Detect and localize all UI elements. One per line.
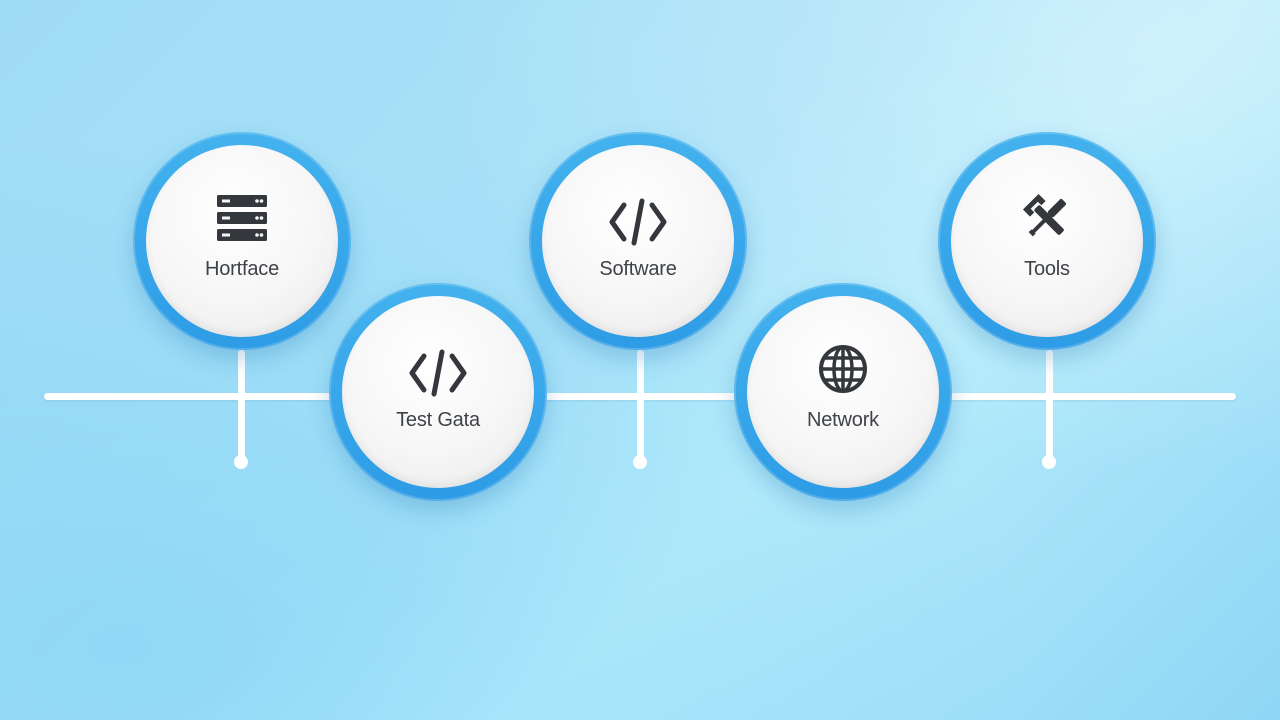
node-face: Software bbox=[542, 145, 734, 337]
code-icon bbox=[609, 198, 667, 246]
node-label: Test Gata bbox=[396, 409, 480, 431]
node-face: Hortface bbox=[146, 145, 338, 337]
timeline-stem bbox=[1046, 350, 1053, 462]
timeline-node-test-data[interactable]: Test Gata bbox=[329, 283, 547, 501]
globe-icon bbox=[819, 345, 867, 393]
node-face: Test Gata bbox=[342, 296, 534, 488]
node-face: Network bbox=[747, 296, 939, 488]
timeline-stem bbox=[238, 350, 245, 462]
timeline-stem-dot bbox=[234, 455, 248, 469]
timeline-node-hardware[interactable]: Hortface bbox=[133, 132, 351, 350]
node-label: Network bbox=[807, 409, 879, 431]
server-icon bbox=[217, 195, 267, 241]
timeline-stem bbox=[637, 350, 644, 462]
timeline-node-software[interactable]: Software bbox=[529, 132, 747, 350]
node-label: Hortface bbox=[205, 258, 279, 280]
node-face: Tools bbox=[951, 145, 1143, 337]
node-label: Software bbox=[599, 258, 677, 280]
timeline-stem-dot bbox=[1042, 455, 1056, 469]
timeline-node-tools[interactable]: Tools bbox=[938, 132, 1156, 350]
code-icon bbox=[409, 349, 467, 397]
node-label: Tools bbox=[1024, 258, 1070, 280]
timeline-node-network[interactable]: Network bbox=[734, 283, 952, 501]
timeline-stem-dot bbox=[633, 455, 647, 469]
tools-icon bbox=[1022, 193, 1066, 237]
